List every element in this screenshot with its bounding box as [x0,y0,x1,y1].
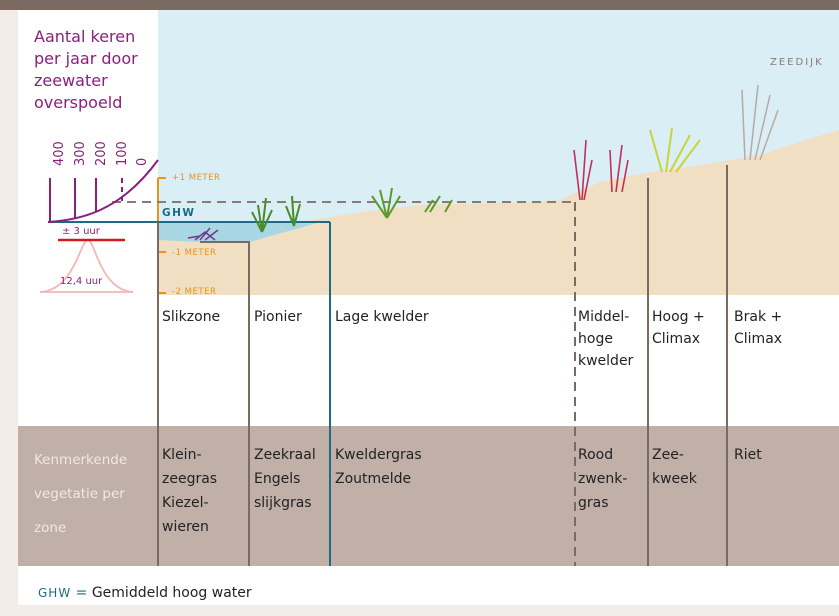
title-line: per jaar door [34,48,154,70]
tick-400: 400 [52,141,67,166]
zone-lage-kwelder: Lage kwelder [335,306,429,328]
tick-200: 200 [94,141,109,166]
level-plus1: +1 METER [172,173,220,183]
veg-line: Riet [734,443,762,467]
zone-line: Middel- [578,306,633,328]
tick-300: 300 [73,141,88,166]
zone-line: kwelder [578,350,633,372]
level-min1: -1 METER [172,248,216,258]
zone-pionier: Pionier [254,306,302,328]
tick-100: 100 [115,141,130,166]
veg-slikzone: Klein- zeegras Kiezel- wieren [162,443,217,539]
veg-line: kweek [652,467,697,491]
kenm-line: zone [34,511,154,545]
frequency-curve [48,160,158,222]
zone-hoog-climax: Hoog + Climax [652,306,705,350]
zone-line: Climax [734,328,782,350]
veg-lage-kwelder: Kweldergras Zoutmelde [335,443,422,491]
legend-eq: = [76,585,88,601]
title-line: overspoeld [34,92,154,114]
zone-slikzone: Slikzone [162,306,220,328]
land-profile [158,130,839,295]
veg-line: zwenk- [578,467,627,491]
frequency-title: Aantal keren per jaar door zeewater over… [34,26,154,114]
plant-zeekweek [650,128,700,172]
veg-brak-climax: Riet [734,443,762,467]
veg-line: Zoutmelde [335,467,422,491]
veg-line: zeegras [162,467,217,491]
veg-line: wieren [162,515,217,539]
veg-line: Rood [578,443,627,467]
legend-text: Gemiddeld hoog water [92,585,252,601]
zone-line: hoge [578,328,633,350]
zone-brak-climax: Brak + Climax [734,306,782,350]
veg-line: slijkgras [254,491,316,515]
veg-line: Kiezel- [162,491,217,515]
veg-line: gras [578,491,627,515]
legend-abbr: GHW [38,586,71,600]
level-min2: -2 METER [172,287,216,297]
zone-line: Hoog + [652,306,705,328]
zone-middelhoge-kwelder: Middel- hoge kwelder [578,306,633,372]
kenm-line: vegetatie per [34,477,154,511]
plant-riet [742,85,778,160]
title-line: zeewater [34,70,154,92]
tide-duration: ± 3 uur [62,226,100,237]
legend: GHW = Gemiddeld hoog water [38,585,252,601]
veg-line: Kweldergras [335,443,422,467]
kenmerkende-label: Kenmerkende vegetatie per zone [34,443,154,545]
veg-pionier: Zeekraal Engels slijkgras [254,443,316,515]
veg-line: Zee- [652,443,697,467]
veg-line: Klein- [162,443,217,467]
veg-middelhoge-kwelder: Rood zwenk- gras [578,443,627,515]
tick-0: 0 [135,158,150,166]
zone-line: Brak + [734,306,782,328]
veg-line: Zeekraal [254,443,316,467]
level-ghw: GHW [162,207,196,219]
title-line: Aantal keren [34,26,154,48]
veg-hoog-climax: Zee- kweek [652,443,697,491]
veg-line: Engels [254,467,316,491]
tide-period: 12,4 uur [60,276,102,287]
zeedijk-label: ZEEDIJK [770,57,824,68]
kenm-line: Kenmerkende [34,443,154,477]
zone-line: Climax [652,328,705,350]
